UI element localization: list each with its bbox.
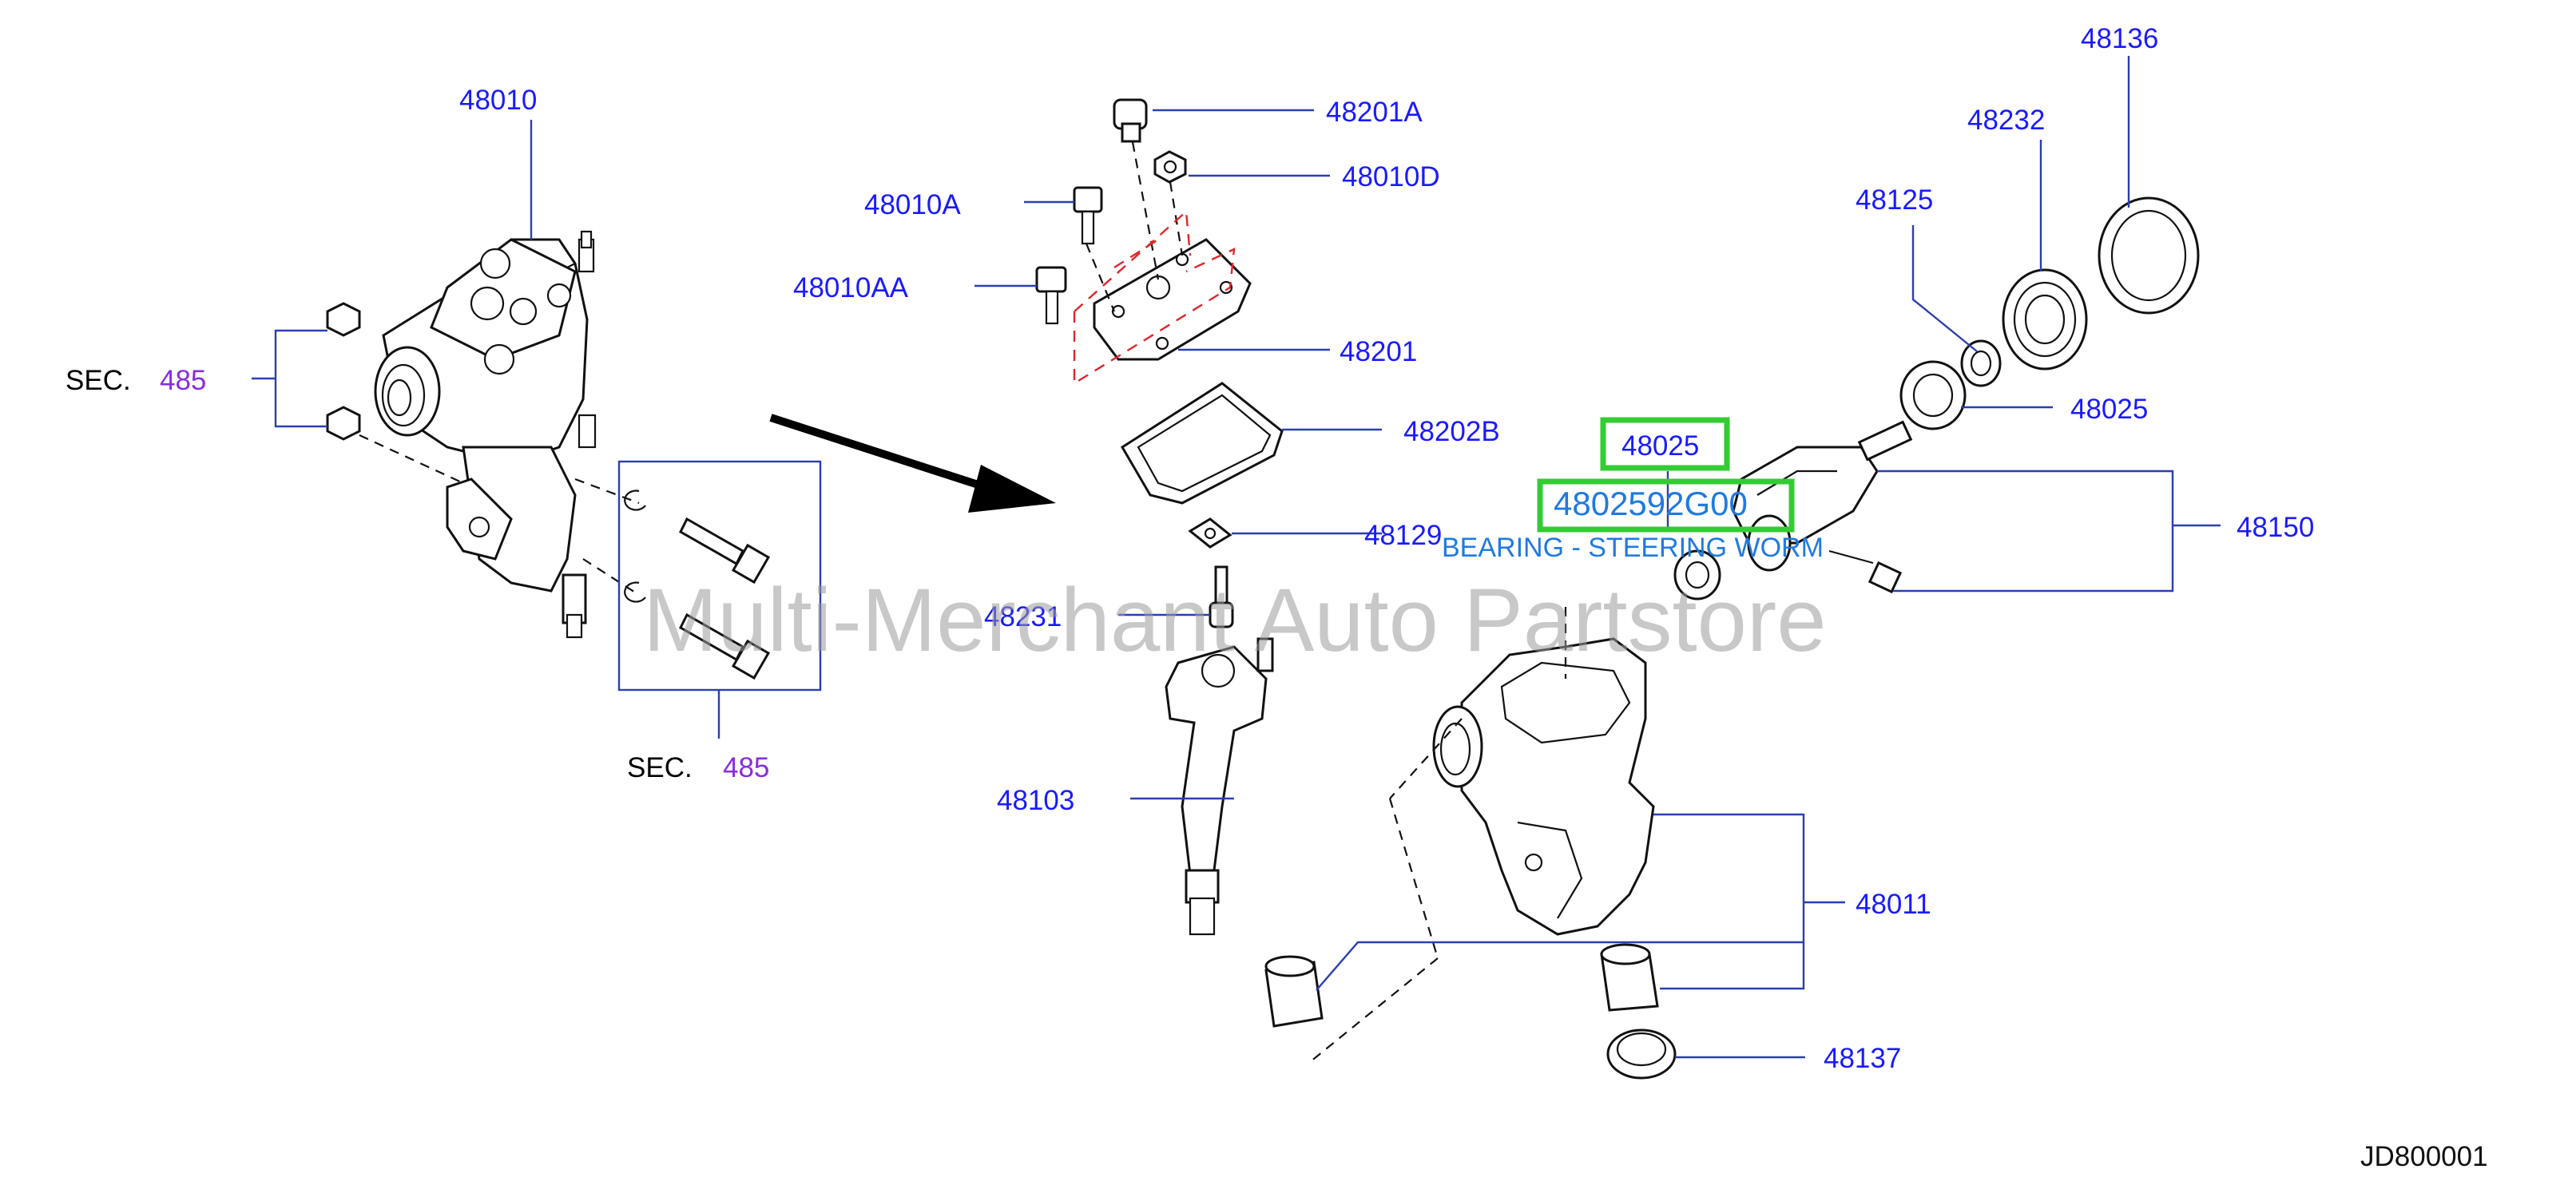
sec-prefix: SEC. <box>65 365 131 396</box>
cover-plate-drawing <box>1035 98 1252 386</box>
label-48201[interactable]: 48201 <box>1340 336 1417 367</box>
label-48231[interactable]: 48231 <box>984 601 1062 632</box>
watermark: Multi-Merchant Auto Partstore <box>643 570 1826 670</box>
shim-drawing <box>1188 517 1232 549</box>
label-48125[interactable]: 48125 <box>1856 184 1933 216</box>
diagram-code: JD800001 <box>2360 1141 2488 1172</box>
part-description-text: BEARING - STEERING WORM <box>1442 533 1824 563</box>
label-48136[interactable]: 48136 <box>2081 23 2158 54</box>
sector-shaft-drawing <box>1165 637 1274 936</box>
steering-gear-assembly-drawing <box>326 230 597 639</box>
highlighted-part[interactable]: 48025 4802592G00 BEARING - STEERING WORM <box>1442 417 1824 563</box>
sec-reference-bottom[interactable]: SEC. 485 <box>627 752 769 783</box>
sec-number[interactable]: 485 <box>160 365 206 396</box>
bushings-drawing <box>1264 943 1677 1080</box>
part-number-text[interactable]: 4802592G00 <box>1554 485 1748 522</box>
sec-number[interactable]: 485 <box>723 752 769 783</box>
label-48150[interactable]: 48150 <box>2237 512 2314 543</box>
label-48201a[interactable]: 48201A <box>1326 97 1423 128</box>
label-48025-highlighted[interactable]: 48025 <box>1621 430 1699 462</box>
gear-housing-drawing <box>1309 607 1655 1063</box>
worm-bearing-drawing <box>1673 360 1967 600</box>
highlight-box-part-number <box>1537 478 1795 533</box>
label-48010d[interactable]: 48010D <box>1342 161 1440 192</box>
label-48129[interactable]: 48129 <box>1364 520 1442 551</box>
direction-arrow <box>769 414 1056 513</box>
label-48137[interactable]: 48137 <box>1824 1043 1901 1074</box>
label-48011[interactable]: 48011 <box>1856 889 1931 920</box>
label-48103[interactable]: 48103 <box>997 785 1074 816</box>
label-48010a[interactable]: 48010A <box>864 189 961 220</box>
label-48010[interactable]: 48010 <box>459 85 537 116</box>
label-48232[interactable]: 48232 <box>1967 105 2045 136</box>
adjusting-screw-drawing <box>1209 565 1234 628</box>
highlight-box-ref <box>1600 417 1730 471</box>
label-48025-right[interactable]: 48025 <box>2070 394 2148 425</box>
sec-reference-left[interactable]: SEC. 485 <box>65 365 206 396</box>
label-48010aa[interactable]: 48010AA <box>793 272 909 303</box>
label-48202b[interactable]: 48202B <box>1403 416 1500 447</box>
sec-prefix: SEC. <box>627 752 693 783</box>
gasket-drawing <box>1120 382 1284 505</box>
mounting-bolts-drawing <box>574 478 771 680</box>
worm-shaft-drawing <box>1732 420 1913 594</box>
seal-and-locknut-drawing <box>1960 196 2200 387</box>
